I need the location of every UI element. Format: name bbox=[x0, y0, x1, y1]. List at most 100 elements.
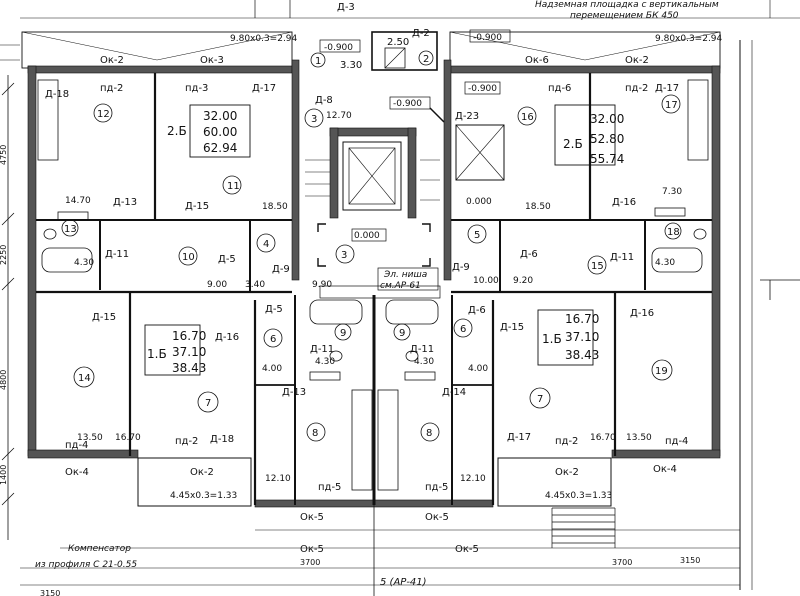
window-label: Ок-3 bbox=[200, 55, 224, 66]
door-label: Д-5 bbox=[265, 304, 283, 315]
apartment-area: 16.70 bbox=[172, 329, 206, 343]
door-label: Д-11 bbox=[105, 249, 129, 260]
door-label: Д-15 bbox=[500, 322, 524, 333]
dimension-value: 4750 bbox=[0, 145, 8, 165]
area-value: 12.10 bbox=[265, 474, 291, 484]
door-label: пд-2 bbox=[100, 83, 123, 94]
apartment-area: 32.00 bbox=[203, 109, 237, 123]
door-label: Д-11 bbox=[610, 252, 634, 263]
room-number: 8 bbox=[312, 428, 318, 439]
apartment-type: 1.Б bbox=[147, 347, 167, 361]
compensator-note: из профиля С 21-0.55 bbox=[35, 560, 137, 570]
window-label: Ок-6 bbox=[525, 55, 549, 66]
door-label: пд-2 bbox=[555, 436, 578, 447]
area-value: 16.70 bbox=[590, 433, 616, 443]
area-value: 2.50 bbox=[387, 37, 409, 48]
room-number: 14 bbox=[78, 373, 91, 384]
apartment-area: 16.70 bbox=[565, 312, 599, 326]
door-label: Д-17 bbox=[507, 432, 531, 443]
room-number: 9 bbox=[399, 328, 405, 339]
area-value: 7.30 bbox=[662, 187, 682, 197]
door-label: Д-16 bbox=[612, 197, 636, 208]
area-value: 9.00 bbox=[207, 280, 227, 290]
room-number: 10 bbox=[182, 252, 195, 263]
area-value: 10.00 bbox=[473, 276, 499, 286]
elevation-mark: -0.900 bbox=[468, 84, 497, 94]
note-line-2: перемещением БК 450 bbox=[570, 11, 679, 21]
door-label: Д-8 bbox=[315, 95, 333, 106]
door-label: Д-5 bbox=[218, 254, 236, 265]
apartment-area: 52.80 bbox=[590, 132, 624, 146]
note-line-1: Надземная площадка с вертикальным bbox=[535, 0, 719, 10]
room-number: 7 bbox=[205, 398, 211, 409]
room-number: 12 bbox=[97, 109, 110, 120]
door-label: пд-2 bbox=[625, 83, 648, 94]
door-label: пд-5 bbox=[318, 482, 341, 493]
apartment-area: 37.10 bbox=[565, 330, 599, 344]
room-number: 3 bbox=[341, 250, 347, 261]
room-number: 13 bbox=[64, 224, 77, 235]
area-value: 18.50 bbox=[262, 202, 288, 212]
dimension-value: 1400 bbox=[0, 465, 8, 485]
apartment-type: 1.Б bbox=[542, 332, 562, 346]
door-label: Д-6 bbox=[520, 249, 538, 260]
door-label: пд-6 bbox=[548, 83, 571, 94]
door-label: Д-18 bbox=[210, 434, 234, 445]
area-value: 4.30 bbox=[315, 357, 335, 367]
room-number: 4 bbox=[263, 239, 269, 250]
apartment-area: 62.94 bbox=[203, 141, 237, 155]
door-label: Д-15 bbox=[185, 201, 209, 212]
window-label: Ок-2 bbox=[555, 467, 579, 478]
apartment-area: 38.43 bbox=[565, 348, 599, 362]
apartment-area: 60.00 bbox=[203, 125, 237, 139]
area-value: 12.70 bbox=[326, 111, 352, 121]
balcony-dims: 4.45x0.3=1.33 bbox=[545, 491, 612, 501]
room-number: 7 bbox=[537, 394, 543, 405]
door-label: Д-13 bbox=[113, 197, 137, 208]
window-label: Ок-2 bbox=[190, 467, 214, 478]
dimension-value: 2250 bbox=[0, 245, 8, 265]
door-label: Д-6 bbox=[468, 305, 486, 316]
room-number: 15 bbox=[591, 261, 604, 272]
area-value: 16.70 bbox=[115, 433, 141, 443]
room-number: 9 bbox=[340, 328, 346, 339]
door-label: Д-15 bbox=[92, 312, 116, 323]
apartment-type: 2.Б bbox=[563, 137, 583, 151]
dimension-value: 3150 bbox=[680, 556, 700, 565]
door-label: Д-16 bbox=[630, 308, 654, 319]
dimension-value: 3150 bbox=[40, 589, 60, 596]
compensator-note: Компенсатор bbox=[68, 544, 131, 554]
door-label: Д-3 bbox=[337, 2, 355, 13]
area-value: 4.00 bbox=[468, 364, 488, 374]
window-label: Ок-5 bbox=[300, 512, 324, 523]
apartment-area: 37.10 bbox=[172, 345, 206, 359]
door-label: Д-23 bbox=[455, 111, 479, 122]
area-value: 14.70 bbox=[65, 196, 91, 206]
door-label: Д-14 bbox=[442, 387, 466, 398]
door-label: пд-5 bbox=[425, 482, 448, 493]
area-value: 9.20 bbox=[513, 276, 533, 286]
door-label: пд-2 bbox=[175, 436, 198, 447]
plan-labels: Надземная площадка с вертикальным переме… bbox=[0, 0, 723, 596]
area-value: 13.50 bbox=[77, 433, 103, 443]
room-number: 3 bbox=[311, 114, 317, 125]
window-label: Ок-4 bbox=[653, 464, 677, 475]
area-value: 4.00 bbox=[262, 364, 282, 374]
window-label: Ок-2 bbox=[100, 55, 124, 66]
door-label: Д-16 bbox=[215, 332, 239, 343]
door-label: Д-17 bbox=[655, 83, 679, 94]
room-number: 16 bbox=[521, 112, 534, 123]
window-label: Ок-5 bbox=[425, 512, 449, 523]
room-number: 19 bbox=[655, 366, 668, 377]
balcony-dims: 9.80x0.3=2.94 bbox=[655, 34, 723, 44]
balcony-dims: 9.80x0.3=2.94 bbox=[230, 34, 298, 44]
room-number: 8 bbox=[426, 428, 432, 439]
dimension-value: 4800 bbox=[0, 370, 8, 390]
window-label: Ок-4 bbox=[65, 467, 89, 478]
door-label: Д-9 bbox=[452, 262, 470, 273]
window-label: Ок-5 bbox=[300, 544, 324, 555]
room-number: 1 bbox=[315, 56, 321, 67]
area-value: 3.40 bbox=[245, 280, 265, 290]
room-number: 6 bbox=[270, 334, 276, 345]
niche-note: см.АР-61 bbox=[380, 281, 421, 291]
